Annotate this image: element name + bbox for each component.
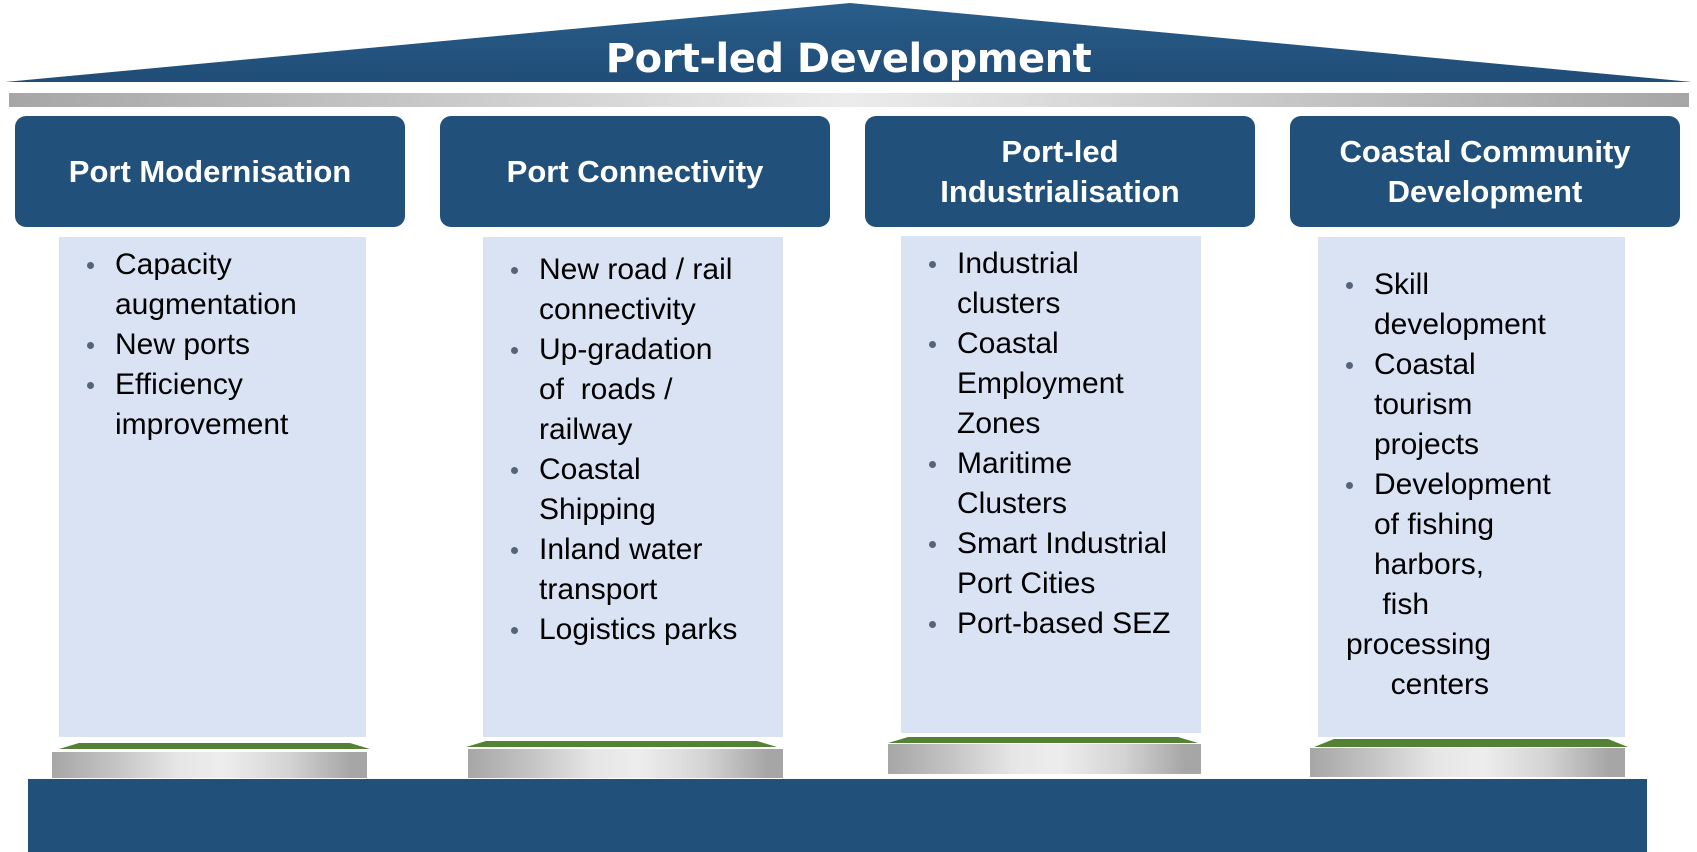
pillar-body-port-modernisation: Capacity augmentation New ports Efficien… <box>59 237 366 737</box>
bullet-icon <box>929 541 936 548</box>
roof-title: Port-led Development <box>605 36 1092 82</box>
item-line: Industrial <box>957 247 1079 280</box>
pillar-header-coastal-community-development: Coastal Community Development <box>1290 116 1680 227</box>
bullet-icon <box>511 627 518 634</box>
pillar-title-line: Industrialisation <box>940 173 1180 209</box>
item-line: Shipping <box>539 493 656 526</box>
pillar-title-line: Port-led <box>1001 133 1119 169</box>
pillar-title-line: Coastal Community <box>1339 133 1631 169</box>
roof-beam <box>9 93 1689 107</box>
list-item: Inland water transport <box>483 530 783 610</box>
bullet-icon <box>929 461 936 468</box>
list-item: Coastal Shipping <box>483 450 783 530</box>
list-item: Coastal tourism projects <box>1318 345 1625 465</box>
item-line: Capacity <box>115 248 232 281</box>
item-line: Coastal <box>539 453 641 486</box>
item-line: of fishing <box>1374 508 1495 541</box>
list-item: Skill development <box>1318 265 1625 345</box>
item-line: Coastal <box>1374 348 1476 381</box>
bullet-icon <box>87 342 94 349</box>
bullet-icon <box>1346 362 1353 369</box>
item-line: Smart Industrial <box>957 527 1168 560</box>
bullet-icon <box>87 382 94 389</box>
pillar-cap <box>466 741 777 747</box>
pillar-cap <box>59 743 370 749</box>
item-line: Skill <box>1374 268 1430 301</box>
bullet-icon <box>511 267 518 274</box>
pillar-cap <box>888 737 1198 743</box>
item-line: tourism <box>1374 388 1473 421</box>
pillar-body-port-led-industrialisation: Industrial clusters Coastal Employment Z… <box>901 236 1201 733</box>
item-line: connectivity <box>539 293 696 326</box>
item-line: Clusters <box>957 487 1068 520</box>
item-line: Coastal <box>957 327 1059 360</box>
list-item: Smart Industrial Port Cities <box>901 524 1201 604</box>
bullet-icon <box>929 261 936 268</box>
pillar-header-port-led-industrialisation: Port-led Industrialisation <box>865 116 1255 227</box>
pillar-base <box>1310 748 1625 777</box>
bullet-icon <box>929 341 936 348</box>
list-item: Coastal Employment Zones <box>901 324 1201 444</box>
item-line: projects <box>1374 428 1480 461</box>
pillar-base <box>468 749 783 778</box>
pillar-body-coastal-community-development: Skill development Coastal tourism projec… <box>1318 237 1625 737</box>
bullet-icon <box>1346 282 1353 289</box>
list-item: Capacity augmentation <box>59 245 366 325</box>
item-line: Up-gradation <box>539 333 713 366</box>
pillar-base <box>888 744 1201 774</box>
item-line: Inland water <box>539 533 703 566</box>
list-item: Port-based SEZ <box>901 604 1201 644</box>
bullet-icon <box>1346 482 1353 489</box>
pillar-title-line: Port Modernisation <box>68 153 352 189</box>
item-line: Zones <box>957 407 1041 440</box>
item-line: clusters <box>957 287 1061 320</box>
list-item: Logistics parks <box>483 610 783 650</box>
item-line: Port Cities <box>957 567 1096 600</box>
item-line: railway <box>539 413 633 446</box>
roof-triangle-shape <box>5 3 1692 82</box>
list-item: Maritime Clusters <box>901 444 1201 524</box>
pillar-cap <box>1314 739 1628 747</box>
item-line: Port-based SEZ <box>957 607 1171 640</box>
pillar-title-line: Port Connectivity <box>506 153 764 189</box>
list-item: New ports <box>59 325 366 365</box>
item-line: Efficiency <box>115 368 243 401</box>
pillar-title-line: Development <box>1387 173 1583 209</box>
item-line: improvement <box>115 408 289 441</box>
bullet-icon <box>87 262 94 269</box>
list-item: Development of fishing harbors, fish pro… <box>1318 465 1625 705</box>
pillar-header-port-modernisation: Port Modernisation <box>15 116 405 227</box>
list-item: Up-gradation of roads / railway <box>483 330 783 450</box>
item-line: of roads / <box>539 373 673 406</box>
pillar-base <box>52 752 367 778</box>
item-line: New ports <box>115 328 251 361</box>
item-line: Logistics parks <box>539 613 738 646</box>
list-item: Industrial clusters <box>901 244 1201 324</box>
item-line: transport <box>539 573 658 606</box>
roof: Port-led Development <box>0 0 1697 86</box>
item-line: Development <box>1374 468 1551 501</box>
list-item: New road / rail connectivity <box>483 250 783 330</box>
item-line: augmentation <box>115 288 297 321</box>
pillar-body-port-connectivity: New road / rail connectivity Up-gradatio… <box>483 237 783 737</box>
bullet-icon <box>511 547 518 554</box>
item-line: fish <box>1374 588 1430 621</box>
item-line: centers <box>1374 668 1490 701</box>
item-line: Maritime <box>957 447 1073 480</box>
pillar-header-port-connectivity: Port Connectivity <box>440 116 830 227</box>
bullet-icon <box>929 621 936 628</box>
bullet-icon <box>511 347 518 354</box>
item-line: New road / rail <box>539 253 733 286</box>
list-item: Efficiency improvement <box>59 365 366 445</box>
item-line: Employment <box>957 367 1124 400</box>
foundation-block <box>28 779 1647 852</box>
item-line: harbors, <box>1374 548 1485 581</box>
item-line: processing <box>1346 628 1492 661</box>
bullet-icon <box>511 467 518 474</box>
item-line: development <box>1374 308 1546 341</box>
